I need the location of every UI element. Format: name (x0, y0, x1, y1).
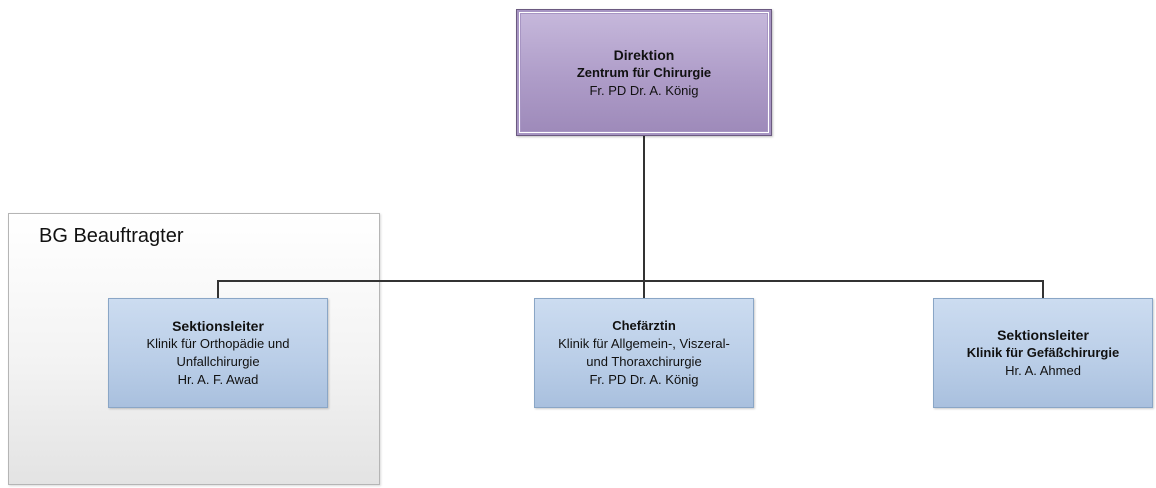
child-department-line: Klinik für Gefäßchirurgie (966, 345, 1120, 360)
group-title: BG Beauftragter (39, 225, 184, 247)
child-department-line: Klinik für Allgemein-, Viszeral- (558, 336, 730, 351)
child-title: Sektionsleiter (997, 327, 1089, 343)
root-subtitle: Zentrum für Chirurgie (576, 64, 712, 80)
child-department-line: und Thoraxchirurgie (586, 354, 702, 369)
child-department-line: Unfallchirurgie (176, 354, 260, 369)
child-title: Chefärztin (612, 318, 676, 333)
child-person: Hr. A. F. Awad (177, 372, 259, 387)
direktion-box[interactable]: Direktion Zentrum für Chirurgie Fr. PD D… (516, 9, 772, 136)
sektionsleiter-gefaesschirurgie-box[interactable]: Sektionsleiter Klinik für Gefäßchirurgie… (933, 298, 1153, 408)
sektionsleiter-orthopaedie-box[interactable]: Sektionsleiter Klinik für Orthopädie und… (108, 298, 328, 408)
child-person: Hr. A. Ahmed (1005, 363, 1081, 378)
child-person: Fr. PD Dr. A. König (589, 372, 699, 387)
root-title: Direktion (613, 46, 675, 63)
root-person: Fr. PD Dr. A. König (589, 82, 699, 98)
child-title: Sektionsleiter (172, 318, 264, 334)
child-department-line: Klinik für Orthopädie und (146, 336, 290, 351)
chefaerztin-box[interactable]: Chefärztin Klinik für Allgemein-, Viszer… (534, 298, 754, 408)
